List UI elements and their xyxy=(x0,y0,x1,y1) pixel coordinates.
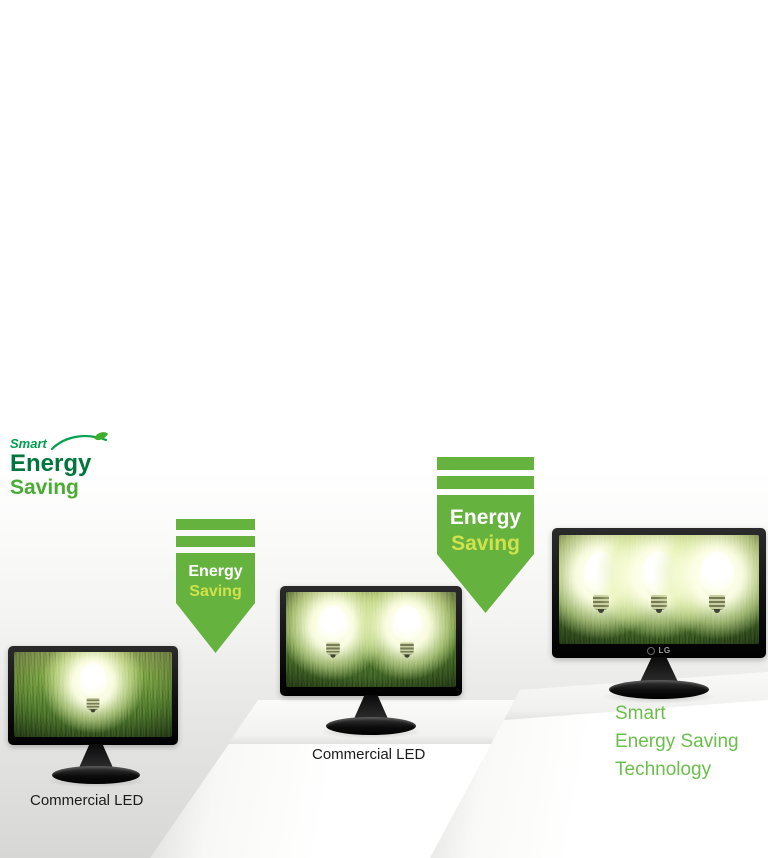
smart-energy-saving-logo: Smart Energy Saving xyxy=(10,432,130,499)
arrow-bar xyxy=(176,536,255,547)
monitor-right: LG xyxy=(552,528,766,704)
logo-smart-text: Smart xyxy=(10,432,130,451)
label-commercial-led-left: Commercial LED xyxy=(30,792,144,809)
bulb-screw-base xyxy=(709,595,725,613)
bulb-screw-base xyxy=(86,698,100,713)
monitor-stand-base xyxy=(609,680,709,699)
monitor-bezel xyxy=(280,586,462,696)
arrow-saving-text: Saving xyxy=(189,583,242,600)
arrow-energy-text: Energy xyxy=(449,506,522,529)
arrow-bar xyxy=(437,457,534,470)
leaf-icon xyxy=(50,432,108,451)
logo-saving-text: Saving xyxy=(10,476,79,499)
monitor-bezel: LG xyxy=(552,528,766,658)
bulb-glass xyxy=(392,605,422,645)
monitor-left xyxy=(8,646,178,796)
bulb-screw-base xyxy=(400,642,414,658)
monitor-screen xyxy=(559,535,759,644)
caption-line: Smart xyxy=(615,703,666,724)
logo-energy-text: Energy xyxy=(10,450,92,477)
arrow-bar xyxy=(437,476,534,489)
lg-logo: LG xyxy=(552,645,766,656)
logo-smart-word: Smart xyxy=(10,436,47,451)
lightbulb-icon xyxy=(351,592,456,681)
monitor-stand-base xyxy=(326,717,416,735)
lg-logo-icon xyxy=(647,646,656,655)
arrow-bar xyxy=(176,519,255,530)
label-commercial-led-middle: Commercial LED xyxy=(312,746,426,763)
caption-line: Technology xyxy=(615,759,712,780)
down-arrow-icon: Energy Saving xyxy=(176,553,255,653)
arrow-energy-text: Energy xyxy=(188,563,243,580)
arrow-saving-text: Saving xyxy=(451,532,520,555)
monitor-stand-base xyxy=(52,766,140,784)
monitor-middle xyxy=(280,586,462,746)
bulb-screw-base xyxy=(326,642,340,658)
lightbulb-icon xyxy=(41,652,145,734)
lightbulb-icon xyxy=(652,535,759,640)
monitor-screen xyxy=(286,592,456,687)
energy-saving-arrow-small: Energy Saving xyxy=(176,519,255,653)
bulb-glass xyxy=(318,605,348,645)
monitor-screen xyxy=(14,652,172,737)
caption-smart-energy-saving-technology: Smart Energy Saving Technology xyxy=(615,700,739,784)
bulb-glass xyxy=(700,551,734,597)
monitor-bezel xyxy=(8,646,178,745)
lg-logo-text: LG xyxy=(658,646,671,655)
caption-line: Energy Saving xyxy=(615,731,739,752)
bulb-glass xyxy=(79,662,107,700)
